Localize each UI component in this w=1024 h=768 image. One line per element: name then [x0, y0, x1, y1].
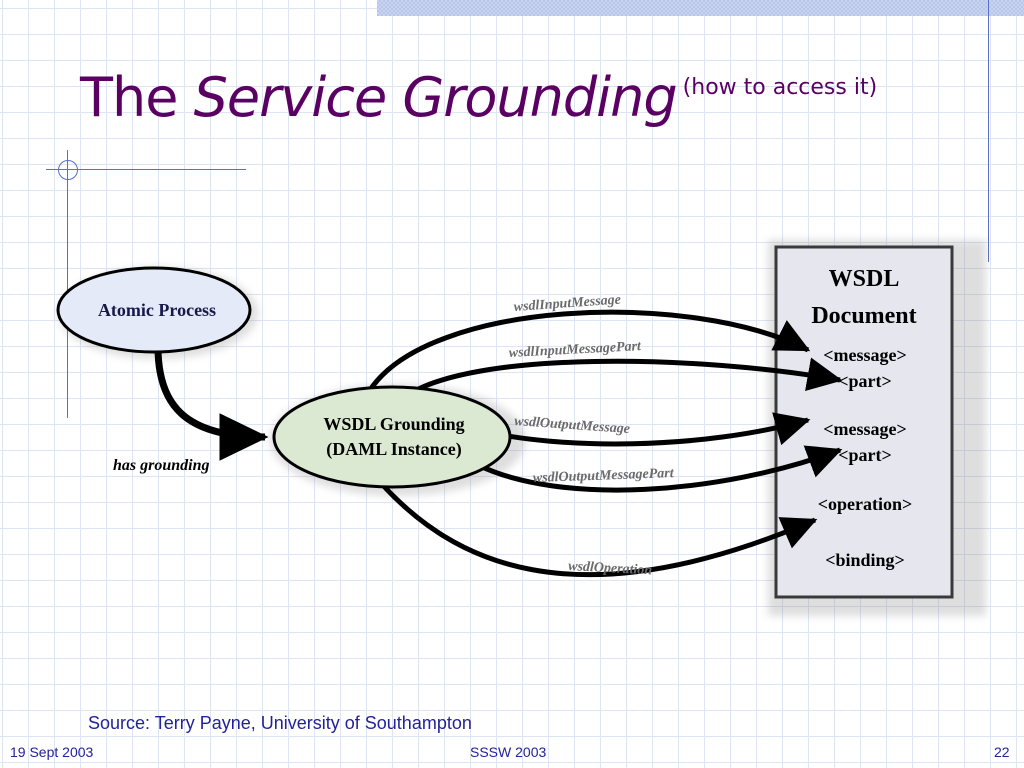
footer-page-number: 22: [994, 744, 1010, 760]
edge-label-has-grounding: has grounding: [113, 457, 210, 474]
wsdl-item-binding: <binding>: [825, 550, 905, 570]
atomic-process-node: [56, 266, 252, 354]
slide-title: The Service Grounding(how to access it): [80, 66, 877, 129]
wsdl-grounding-label-line2: (DAML Instance): [326, 439, 462, 460]
edge-label-wsdl-output-message-part: wsdlOutputMessagePart: [533, 466, 675, 486]
edge-label-wsdl-operation: wsdlOperation: [568, 559, 653, 578]
title-decoration-circle: [58, 160, 78, 180]
footer-event: SSSW 2003: [470, 744, 547, 760]
title-plain: The: [80, 66, 194, 129]
atomic-process-label: Atomic Process: [98, 300, 216, 320]
right-decoration-line: [988, 0, 989, 262]
grounding-diagram: Atomic Process WSDL Grounding (DAML Inst…: [56, 240, 986, 616]
edge-wsdl-input-message: [367, 309, 811, 392]
title-decoration-vertical-line: [67, 150, 68, 418]
source-credit: Source: Terry Payne, University of South…: [88, 713, 472, 733]
title-italic: Service Grounding: [193, 66, 678, 129]
edge-has-grounding: [154, 346, 269, 461]
edge-wsdl-input-message-part: [403, 357, 843, 400]
wsdl-document-title-line1: WSDL: [829, 266, 900, 292]
title-decoration-horizontal-line: [46, 169, 246, 170]
title-subtitle: (how to access it): [682, 75, 878, 100]
wsdl-item-message-2: <message>: [823, 419, 907, 439]
footer-date: 19 Sept 2003: [10, 744, 94, 760]
edge-label-wsdl-input-message-part: wsdlInputMessagePart: [508, 339, 642, 361]
wsdl-item-message-1: <message>: [823, 345, 907, 365]
wsdl-item-part-1: <part>: [838, 371, 892, 391]
wsdl-item-operation: <operation>: [818, 494, 913, 514]
edge-wsdl-output-message-part: [476, 445, 843, 493]
edge-wsdl-output-message: [477, 412, 811, 447]
wsdl-document-title-line2: Document: [811, 303, 916, 329]
wsdl-item-part-2: <part>: [838, 445, 892, 465]
edge-wsdl-operation: [378, 480, 818, 578]
wsdl-grounding-label-line1: WSDL Grounding: [323, 414, 464, 434]
wsdl-grounding-node: [272, 385, 512, 489]
header-decoration-band: [377, 0, 1024, 16]
edge-label-wsdl-output-message: wsdlOutputMessage: [514, 414, 631, 437]
edge-label-wsdl-input-message: wsdlInputMessage: [513, 293, 621, 315]
